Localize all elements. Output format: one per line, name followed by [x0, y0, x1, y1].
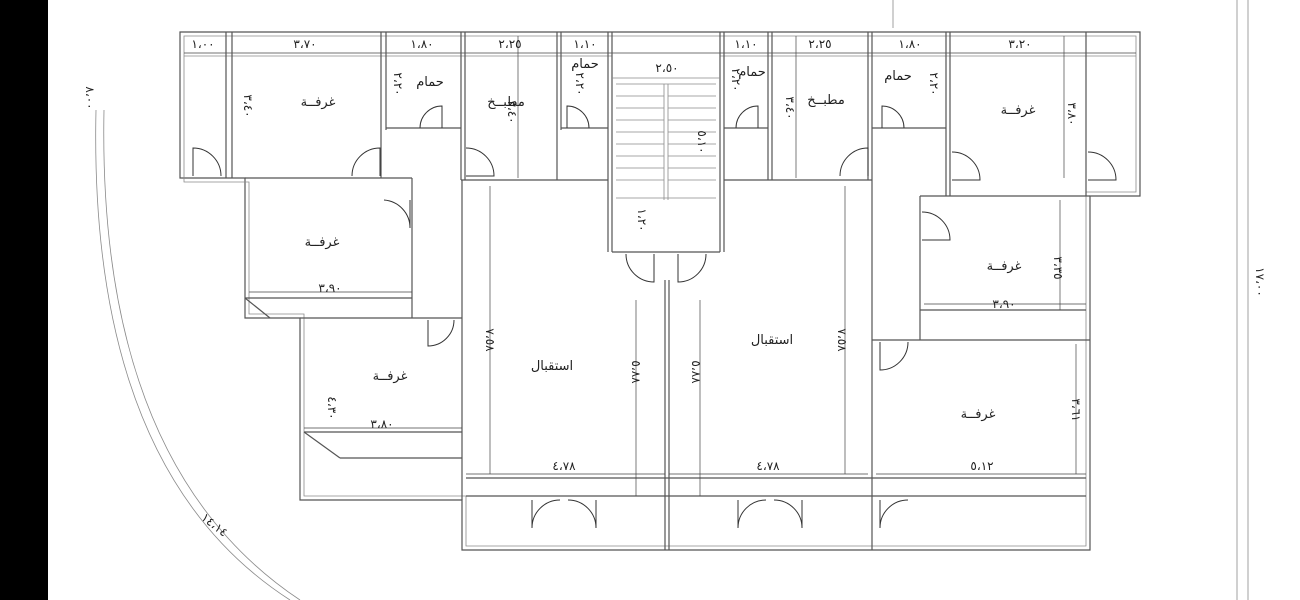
dim-rec-h-right: ٧،٥٨: [835, 328, 849, 352]
dim-room-left-3-h: ٤،٣٠: [325, 396, 339, 419]
door-balc-1: [531, 499, 561, 529]
site-curve-inner: [103, 109, 301, 600]
dim-bath-left-b-h: ٢،٢٠: [573, 72, 587, 95]
door-bath3: [735, 105, 759, 129]
dim-kit-right-h: ٣،٤٠: [783, 96, 797, 119]
door-balc-4: [773, 499, 803, 529]
bath-label-4: حمام: [884, 69, 912, 84]
door-balc-2: [567, 499, 597, 529]
door-stair-l: [625, 253, 655, 283]
dim-top-10: ٣،٢٠: [1008, 37, 1031, 51]
room-label-6: غرفــة: [1001, 103, 1036, 118]
dim-room-left-3: ٣،٨٠: [370, 417, 393, 431]
top-partitions: [225, 32, 1087, 252]
dim-top-5: ١،١٠: [573, 37, 596, 51]
door-room2: [383, 199, 411, 229]
bath-label-1: حمام: [416, 75, 444, 90]
room-label-1: غرفــة: [301, 95, 336, 110]
drawing-sheet: [48, 0, 1300, 600]
room-label-3: غرفــة: [373, 369, 408, 384]
dim-top-3: ١،٨٠: [410, 37, 433, 51]
dim-rec-w-left: ٤،٧٨: [552, 459, 576, 473]
dim-kit-left-h: ٣،٤٠: [505, 100, 519, 123]
dim-room-right-2-h: ٣،٣٥: [1051, 256, 1065, 279]
kitchen-label-1: مطبــخ: [487, 95, 525, 110]
dim-bath-left-h: ٢،٢٠: [391, 72, 405, 95]
dim-rec-w-right: ٤،٧٨: [756, 459, 780, 473]
dim-stair-h: ٥،١٠: [695, 130, 709, 153]
door-room3: [427, 319, 455, 347]
dim-bath-right-h: ٢،٢٠: [729, 68, 743, 91]
door-room1: [351, 147, 381, 177]
dim-top-4: ٢،٢٥: [498, 37, 521, 51]
dim-top-7: ١،١٠: [734, 37, 757, 51]
door-kit1: [465, 147, 495, 177]
dim-room-left-2: ٣،٩٠: [318, 281, 341, 295]
building-outline: [179, 31, 1141, 551]
doors: [192, 105, 1117, 529]
bath-label-2: حمام: [571, 57, 599, 72]
door-left-1: [192, 147, 222, 177]
dim-top-1: ١،٠٠: [191, 37, 214, 51]
dim-room-right-3: ٥،١٢: [970, 459, 993, 473]
dim-room-right-3-h: ٣،٦١: [1069, 398, 1083, 421]
staircase: [612, 77, 720, 200]
door-bath1: [419, 105, 443, 129]
bath-label-3: حمام: [738, 65, 766, 80]
dim-site-right: ١٧،٠٠: [1253, 267, 1267, 297]
dim-top-9: ١،٨٠: [898, 37, 921, 51]
door-right-1: [1087, 151, 1117, 181]
door-stair-r: [677, 253, 707, 283]
dim-top-2: ٣،٧٠: [293, 37, 316, 51]
dim-site-left: ٨،٠٠: [83, 86, 97, 109]
kitchen-label-2: مطبــخ: [807, 93, 845, 108]
door-bath2: [566, 105, 590, 129]
dim-rec-inner-left: ٥،٨٨: [629, 360, 643, 384]
dimension-lines: [249, 36, 1086, 496]
dim-bath-right-b-h: ٢،٢٠: [927, 72, 941, 95]
dim-room-right-1-h: ٣،٨٠: [1065, 102, 1079, 125]
door-room6: [951, 151, 981, 181]
dim-room-right-2: ٣،٩٠: [992, 297, 1015, 311]
room-label-5: غرفــة: [987, 259, 1022, 274]
door-balc-5: [879, 499, 909, 529]
reception-label-1: استقبال: [531, 359, 573, 374]
door-balc-3: [737, 499, 767, 529]
room-label-2: غرفــة: [305, 235, 340, 250]
dim-stair-gap: ١،٢٠: [635, 208, 649, 231]
door-room4: [879, 341, 909, 371]
dim-top-8: ٢،٢٥: [808, 37, 831, 51]
door-bath4: [881, 105, 905, 129]
door-kit2: [839, 147, 869, 177]
door-room5: [921, 211, 951, 241]
room-label-4: غرفــة: [961, 407, 996, 422]
dim-rec-inner-right: ٥،٨٨: [689, 360, 703, 384]
site-curve: [95, 109, 291, 600]
dim-top-6: ٢،٥٠: [655, 61, 678, 75]
reception-label-2: استقبال: [751, 333, 793, 348]
dim-rec-h-left: ٧،٥٨: [483, 328, 497, 352]
horizontal-partitions: [244, 127, 1090, 550]
dim-room-left-1-h: ٣،٤٠: [241, 94, 255, 117]
